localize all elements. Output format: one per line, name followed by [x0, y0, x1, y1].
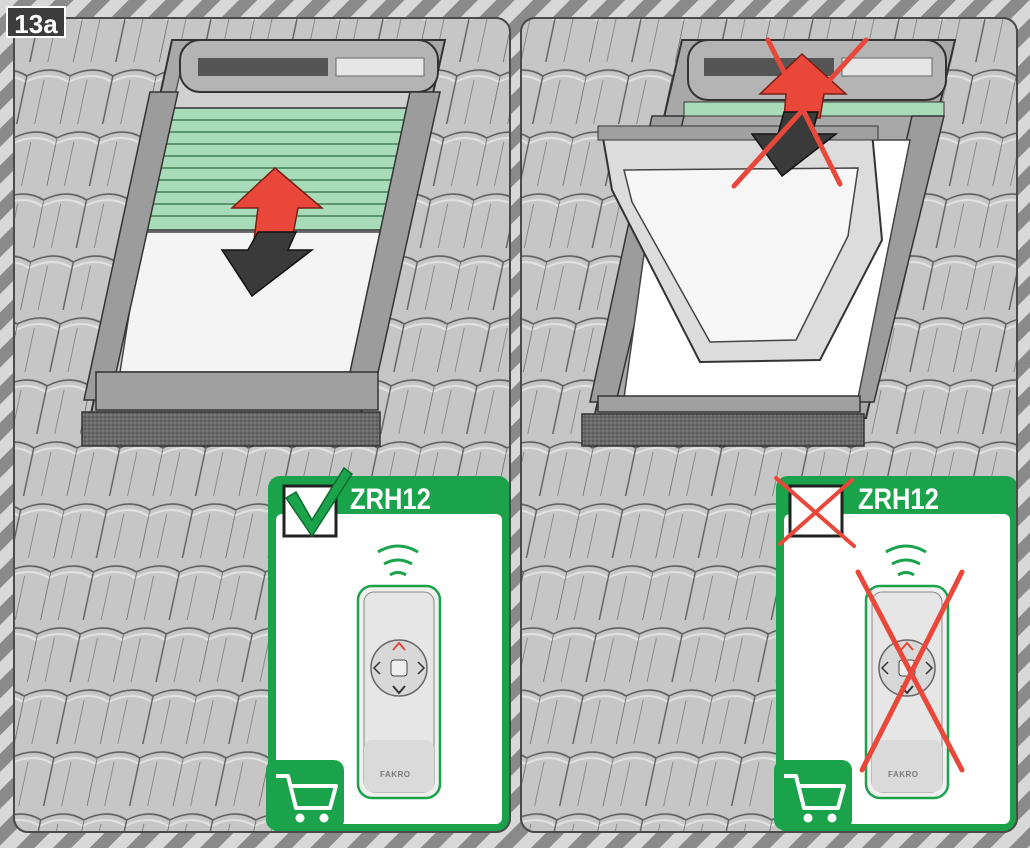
remote-brand-logo: FAKRO [380, 770, 411, 779]
step-label: 13a [6, 6, 66, 38]
roller-shutter-box [180, 40, 438, 92]
remote-model-label: ZRH12 [858, 482, 939, 518]
remote-brand-logo: FAKRO [888, 770, 919, 779]
panel-left [0, 0, 520, 848]
panel-right [500, 0, 1030, 848]
flashing-apron [582, 414, 864, 446]
shopping-cart-icon [774, 760, 852, 830]
flashing-apron [82, 412, 380, 446]
shopping-cart-icon [266, 760, 344, 830]
remote-model-label: ZRH12 [350, 482, 431, 518]
